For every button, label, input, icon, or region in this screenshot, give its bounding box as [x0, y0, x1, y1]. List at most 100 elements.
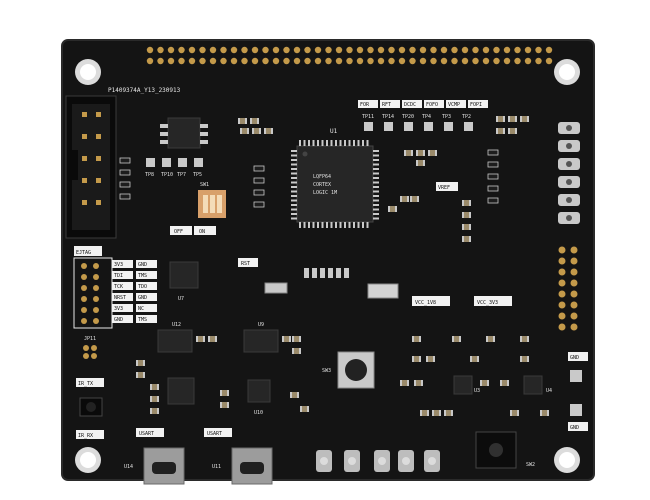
capacitor-terminal [547, 410, 549, 416]
header-hole [524, 57, 532, 65]
capacitor-terminal [404, 150, 406, 156]
capacitor [416, 160, 425, 166]
mcu-pin [299, 222, 301, 228]
ejtag-pill [136, 304, 157, 312]
edge-hole [570, 312, 578, 320]
capacitor [462, 200, 471, 206]
header-hole [167, 57, 175, 65]
mcu-pin [353, 140, 355, 146]
mcu-pin [373, 213, 379, 215]
header-hole [283, 57, 290, 65]
ejtag-hole [93, 285, 99, 291]
header-hole [335, 46, 343, 54]
edge-hole [570, 246, 578, 254]
tp-pad [424, 122, 433, 131]
resistor [304, 268, 309, 278]
header-hole [440, 46, 448, 54]
capacitor-terminal [407, 380, 409, 386]
mcu-pin [344, 222, 346, 228]
capacitor-terminal [240, 128, 242, 134]
capacitor-terminal [247, 128, 249, 134]
mcu-pin [291, 177, 297, 179]
led-lens [428, 457, 436, 465]
bottom-led-row [316, 450, 440, 472]
edge-hole [558, 268, 566, 276]
header-hole [241, 46, 248, 54]
header-hole [482, 46, 490, 54]
top-pin-header [146, 46, 553, 54]
header-hole [388, 46, 395, 54]
jp11-pins [83, 345, 97, 359]
usb-c-port-1 [143, 447, 185, 485]
u1-label: U1 [330, 128, 338, 135]
resistor [253, 177, 265, 184]
mcu-pin [357, 140, 360, 146]
part-number: P1409374A_Y13_230913 [108, 87, 181, 94]
capacitor [290, 392, 299, 398]
top-pin-header-row2 [146, 57, 553, 65]
capacitor [252, 128, 261, 134]
header-hole [146, 57, 154, 65]
capacitor-terminal [462, 236, 464, 242]
header-hole [272, 46, 280, 54]
capacitor [238, 118, 247, 124]
top-pill-text: FOR [360, 102, 370, 108]
mcu-pin [291, 204, 297, 206]
mcu-pin [321, 222, 324, 228]
ejtag-pin-label: TMS [138, 273, 147, 279]
edge-hole [558, 246, 566, 254]
header-hole [325, 57, 332, 65]
mcu-pin [366, 140, 369, 146]
mcu-pin [303, 222, 306, 228]
capacitor-terminal [503, 116, 505, 122]
tp-label: TP7 [177, 172, 186, 178]
header-hole [209, 57, 217, 65]
header-hole [419, 46, 427, 54]
header-hole [461, 57, 469, 65]
header-hole [461, 46, 469, 54]
capacitor-terminal [299, 336, 301, 342]
capacitor-terminal [150, 384, 152, 390]
capacitor-terminal [416, 160, 418, 166]
jtag-pin [96, 200, 101, 205]
ejtag-title: EJTAG [76, 250, 91, 256]
ejtag-pill [112, 315, 133, 323]
pcb-board [62, 40, 594, 480]
gnd-label-2: GND [570, 425, 579, 431]
mcu-pin [299, 140, 301, 146]
capacitor-terminal [432, 410, 434, 416]
header-hole [398, 57, 406, 65]
capacitor-terminal [150, 408, 152, 414]
capacitor-terminal [515, 116, 517, 122]
capacitor [136, 360, 145, 366]
edge-hole [558, 312, 566, 320]
capacitor [416, 150, 425, 156]
vref-label: VREF [438, 185, 450, 191]
header-hole [409, 46, 416, 54]
capacitor-terminal [136, 372, 138, 378]
header-hole [493, 46, 500, 54]
capacitor [486, 336, 495, 342]
resistor [336, 268, 341, 278]
header-hole [545, 57, 553, 65]
header-hole [146, 46, 154, 54]
capacitor [500, 380, 509, 386]
u4-label: U4 [546, 388, 552, 394]
header-hole [167, 46, 175, 54]
header-hole [356, 46, 364, 54]
mcu-pin [373, 172, 379, 175]
header-hole [188, 46, 196, 54]
edge-pad-hole [566, 125, 572, 131]
capacitor [150, 384, 159, 390]
capacitor-terminal [215, 336, 217, 342]
header-hole [430, 57, 437, 65]
capacitor [540, 410, 549, 416]
mcu-pin [330, 140, 333, 146]
tp-pad [194, 158, 203, 167]
header-hole [304, 46, 311, 54]
header-hole [199, 46, 206, 54]
mcu-pin [303, 140, 306, 146]
capacitor-terminal [477, 356, 479, 362]
jtag-pin [82, 178, 87, 183]
